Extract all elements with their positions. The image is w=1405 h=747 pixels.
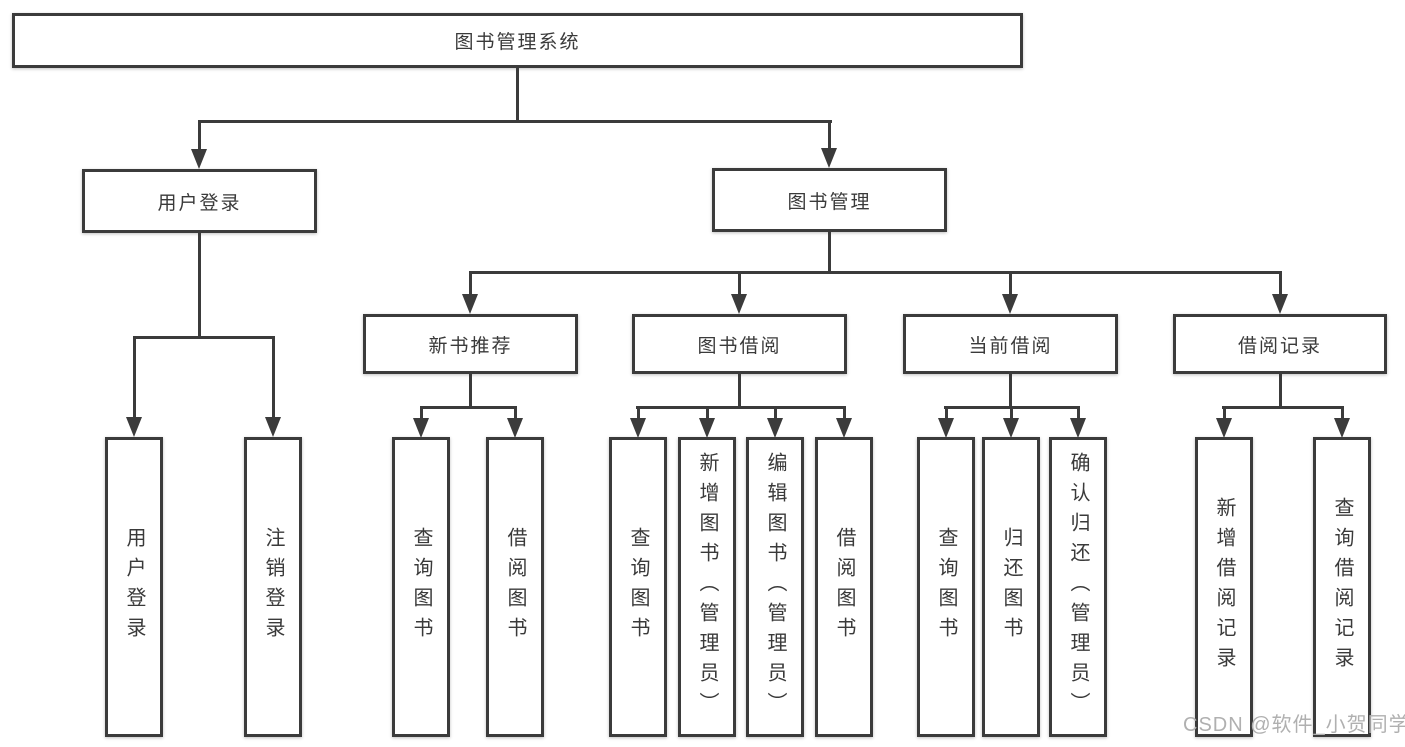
arrow-down-icon — [191, 149, 207, 169]
connector-leaf-stem — [1341, 406, 1344, 420]
leaf-query-books-current: 查询图书 — [917, 437, 975, 737]
connector-user-login-branch — [133, 336, 275, 339]
connector-book-management-branch — [469, 271, 1282, 274]
arrow-down-icon — [1334, 418, 1350, 438]
arrow-down-icon — [836, 418, 852, 438]
node-label: 借阅记录 — [1237, 335, 1322, 357]
connector-book-borrowing-branch — [636, 406, 846, 409]
arrow-down-icon — [938, 418, 954, 438]
node-label: 图书管理系统 — [454, 32, 581, 53]
leaf-confirm-return-admin: 确认归还（管理员） — [1049, 437, 1107, 737]
connector-leaf-stem — [774, 406, 777, 420]
arrow-down-icon — [1272, 294, 1288, 314]
leaf-edit-books-admin: 编辑图书（管理员） — [746, 437, 804, 737]
arrow-down-icon — [265, 417, 281, 437]
leaf-query-books-borrowing: 查询图书 — [609, 437, 667, 737]
node-new-book-recommendation: 新书推荐 — [363, 314, 578, 374]
node-label: 注销登录 — [262, 527, 284, 647]
arrow-down-icon — [1216, 418, 1232, 438]
node-label: 用户登录 — [123, 527, 145, 647]
node-book-management: 图书管理 — [712, 168, 947, 232]
arrow-down-icon — [126, 417, 142, 437]
connector-stem-leaf-logout — [272, 336, 275, 419]
node-label: 用户登录 — [157, 192, 242, 214]
node-label: 新增借阅记录 — [1213, 497, 1235, 677]
connector-leaf-stem — [945, 406, 948, 420]
arrow-down-icon — [1002, 294, 1018, 314]
connector-stem-borrowing-records — [1279, 271, 1282, 297]
leaf-borrow-books-borrowing: 借阅图书 — [815, 437, 873, 737]
leaf-query-borrow-record: 查询借阅记录 — [1313, 437, 1371, 737]
connector-leaf-stem — [706, 406, 709, 420]
node-label: 编辑图书（管理员） — [764, 452, 786, 722]
watermark: CSDN @软件_小贺同学 — [1183, 714, 1405, 736]
leaf-borrow-books-recommend: 借阅图书 — [486, 437, 544, 737]
leaf-user-login: 用户登录 — [105, 437, 163, 737]
node-label: 查询图书 — [935, 527, 957, 647]
node-label: 归还图书 — [1000, 527, 1022, 647]
connector-leaf-stem — [843, 406, 846, 420]
connector-stem-current-borrowing — [1009, 271, 1012, 297]
connector-stem-book-borrowing — [738, 271, 741, 297]
node-label: 新增图书（管理员） — [696, 452, 718, 722]
arrow-down-icon — [1003, 418, 1019, 438]
leaf-return-books: 归还图书 — [982, 437, 1040, 737]
arrow-down-icon — [821, 148, 837, 168]
arrow-down-icon — [462, 294, 478, 314]
connector-new-book-stem — [469, 374, 472, 408]
arrow-down-icon — [731, 294, 747, 314]
leaf-add-books-admin: 新增图书（管理员） — [678, 437, 736, 737]
leaf-logout: 注销登录 — [244, 437, 302, 737]
connector-new-book-branch — [420, 406, 517, 409]
node-label: 新书推荐 — [428, 335, 513, 357]
connector-leaf-stem — [420, 406, 423, 420]
leaf-add-borrow-record: 新增借阅记录 — [1195, 437, 1253, 737]
node-label: 借阅图书 — [833, 527, 855, 647]
connector-leaf-stem — [1223, 406, 1226, 420]
arrow-down-icon — [1070, 418, 1086, 438]
connector-leaf-stem — [514, 406, 517, 420]
arrow-down-icon — [767, 418, 783, 438]
connector-stem-leaf-user-login — [133, 336, 136, 419]
connector-user-login-stem — [198, 232, 201, 339]
node-user-login: 用户登录 — [82, 169, 317, 233]
leaf-query-books-recommend: 查询图书 — [392, 437, 450, 737]
connector-root-stem — [516, 66, 519, 122]
connector-borrowing-records-stem — [1279, 374, 1282, 408]
connector-stem-new-book-recommendation — [469, 271, 472, 297]
connector-stem-user-login — [198, 120, 201, 150]
connector-leaf-stem — [1010, 406, 1013, 420]
arrow-down-icon — [507, 418, 523, 438]
node-label: 查询借阅记录 — [1331, 497, 1353, 677]
connector-stem-book-management — [828, 120, 831, 150]
arrow-down-icon — [630, 418, 646, 438]
arrow-down-icon — [413, 418, 429, 438]
node-label: 图书借阅 — [697, 335, 782, 357]
node-current-borrowing: 当前借阅 — [903, 314, 1118, 374]
node-label: 当前借阅 — [968, 335, 1053, 357]
node-borrowing-records: 借阅记录 — [1173, 314, 1387, 374]
node-label: 图书管理 — [787, 191, 872, 213]
node-label: 查询图书 — [410, 527, 432, 647]
connector-borrowing-records-branch — [1222, 406, 1344, 409]
node-label: 确认归还（管理员） — [1067, 452, 1089, 722]
node-book-borrowing: 图书借阅 — [632, 314, 847, 374]
connector-leaf-stem — [637, 406, 640, 420]
connector-book-borrowing-stem — [738, 374, 741, 408]
connector-leaf-stem — [1077, 406, 1080, 420]
node-label: 查询图书 — [627, 527, 649, 647]
connector-book-management-stem — [828, 231, 831, 274]
connector-root-branch — [198, 120, 832, 123]
arrow-down-icon — [699, 418, 715, 438]
connector-current-borrowing-stem — [1009, 374, 1012, 408]
node-library-management-system: 图书管理系统 — [12, 13, 1023, 68]
node-label: 借阅图书 — [504, 527, 526, 647]
